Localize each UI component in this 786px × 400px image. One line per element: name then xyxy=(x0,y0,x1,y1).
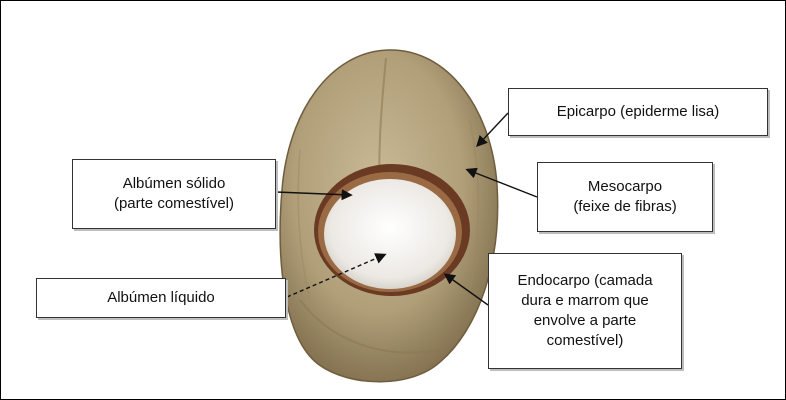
label-albumen-solido-line-1: Albúmen sólido xyxy=(123,174,226,194)
label-mesocarpo-line-2: (feixe de fibras) xyxy=(573,197,676,217)
label-epicarpo-line-1: Epicarpo (epiderme lisa) xyxy=(557,102,720,122)
label-albumen-solido: Albúmen sólido (parte comestível) xyxy=(72,159,276,229)
label-albumen-solido-line-2: (parte comestível) xyxy=(114,194,234,214)
label-endocarpo-line-2: dura e marrom que xyxy=(521,291,649,311)
label-mesocarpo-line-1: Mesocarpo xyxy=(588,177,662,197)
label-endocarpo: Endocarpo (camada dura e marrom que envo… xyxy=(488,253,682,369)
label-epicarpo: Epicarpo (epiderme lisa) xyxy=(508,88,768,136)
label-endocarpo-line-4: comestível) xyxy=(547,331,624,351)
label-mesocarpo: Mesocarpo (feixe de fibras) xyxy=(537,162,713,232)
label-albumen-liquido-line-1: Albúmen líquido xyxy=(107,288,215,308)
coconut-flesh xyxy=(324,179,456,289)
label-endocarpo-line-1: Endocarpo (camada xyxy=(517,271,652,291)
label-albumen-liquido: Albúmen líquido xyxy=(36,278,286,318)
label-endocarpo-line-3: envolve a parte xyxy=(534,311,637,331)
